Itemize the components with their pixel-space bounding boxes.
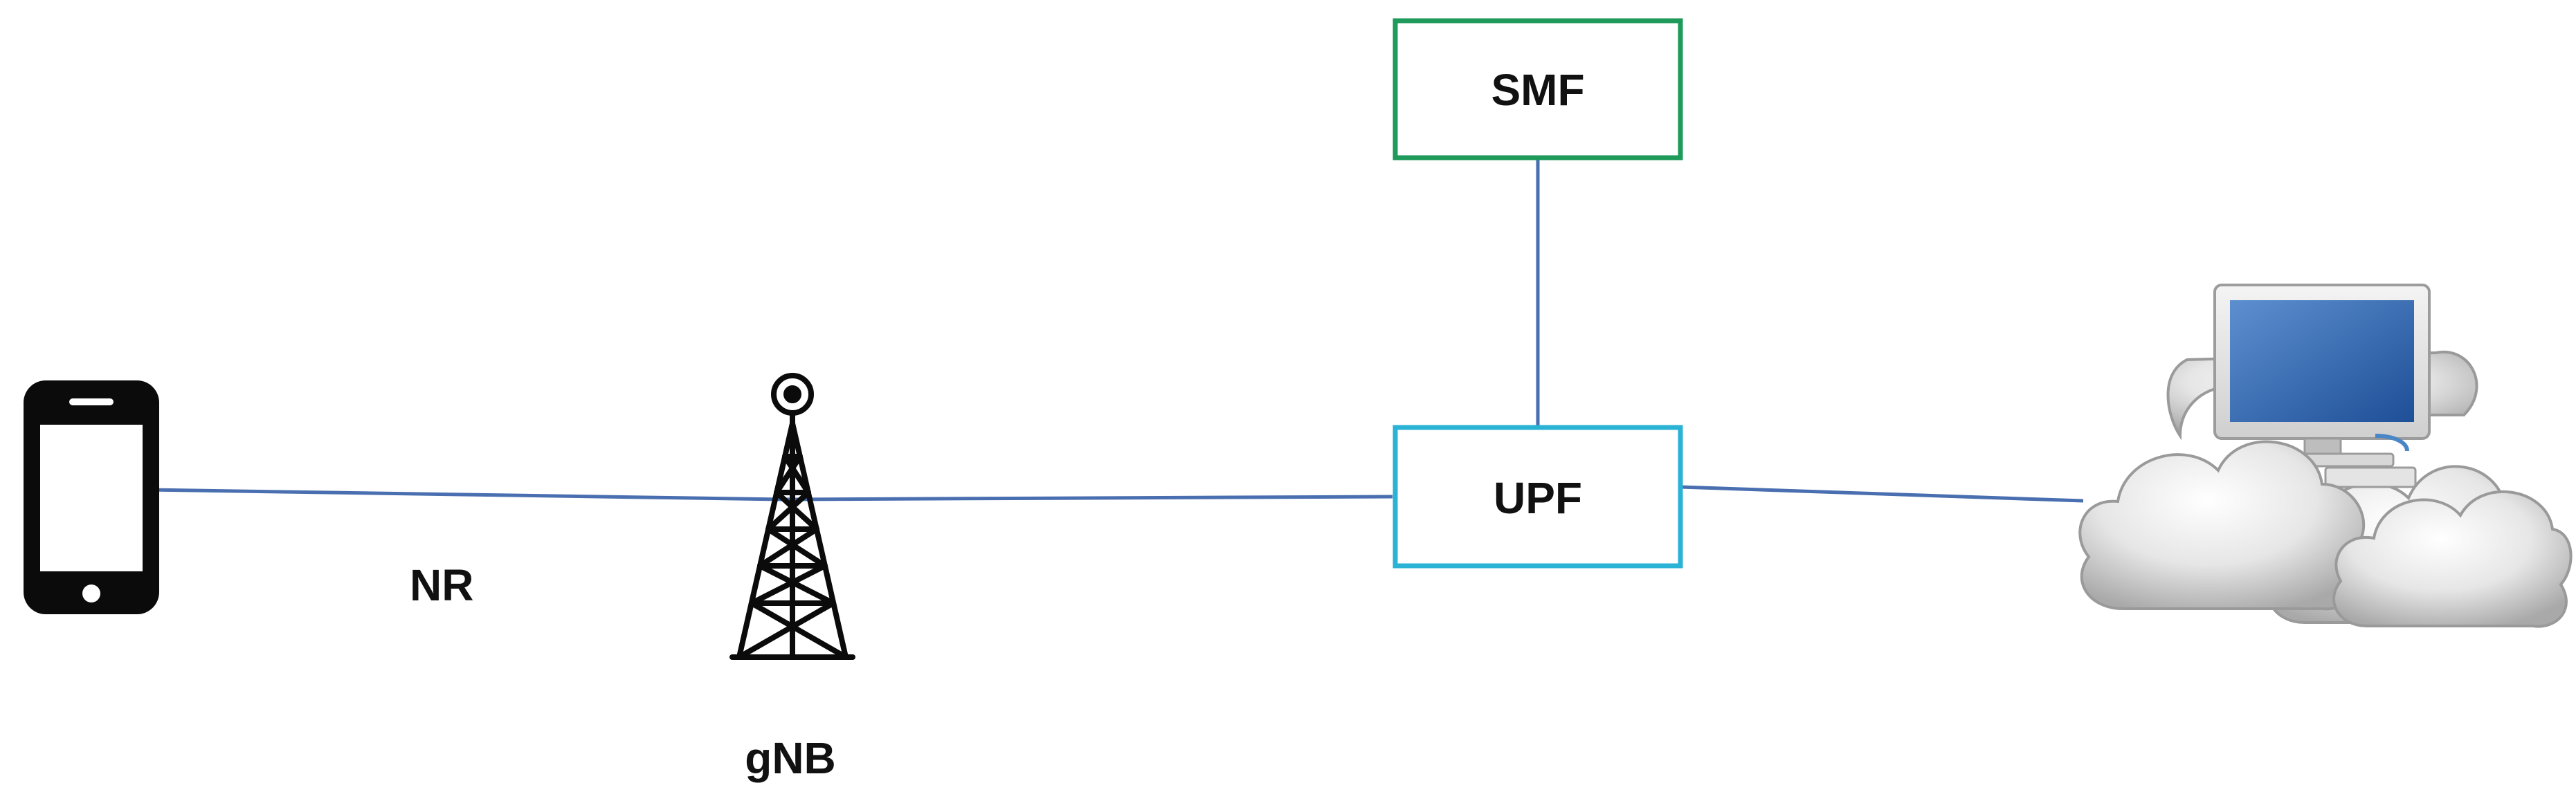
node-upf: UPF [1393,425,1683,569]
cell-tower-icon [729,373,855,660]
link-upf-dn [1680,485,2084,503]
link-gnb-upf [781,495,1393,501]
smartphone-icon [24,380,159,614]
node-label-gnb: gNB [745,733,836,783]
node-smf: SMF [1393,18,1683,160]
node-label-smf: SMF [1491,65,1584,115]
link-label-nr: NR [410,560,473,610]
desktop-computer-icon [2213,284,2431,488]
data-network [2078,284,2573,628]
links [146,158,2084,503]
node-label-upf: UPF [1494,473,1582,523]
link-ue-gnb [146,488,783,501]
cloud-icon [2332,490,2573,628]
